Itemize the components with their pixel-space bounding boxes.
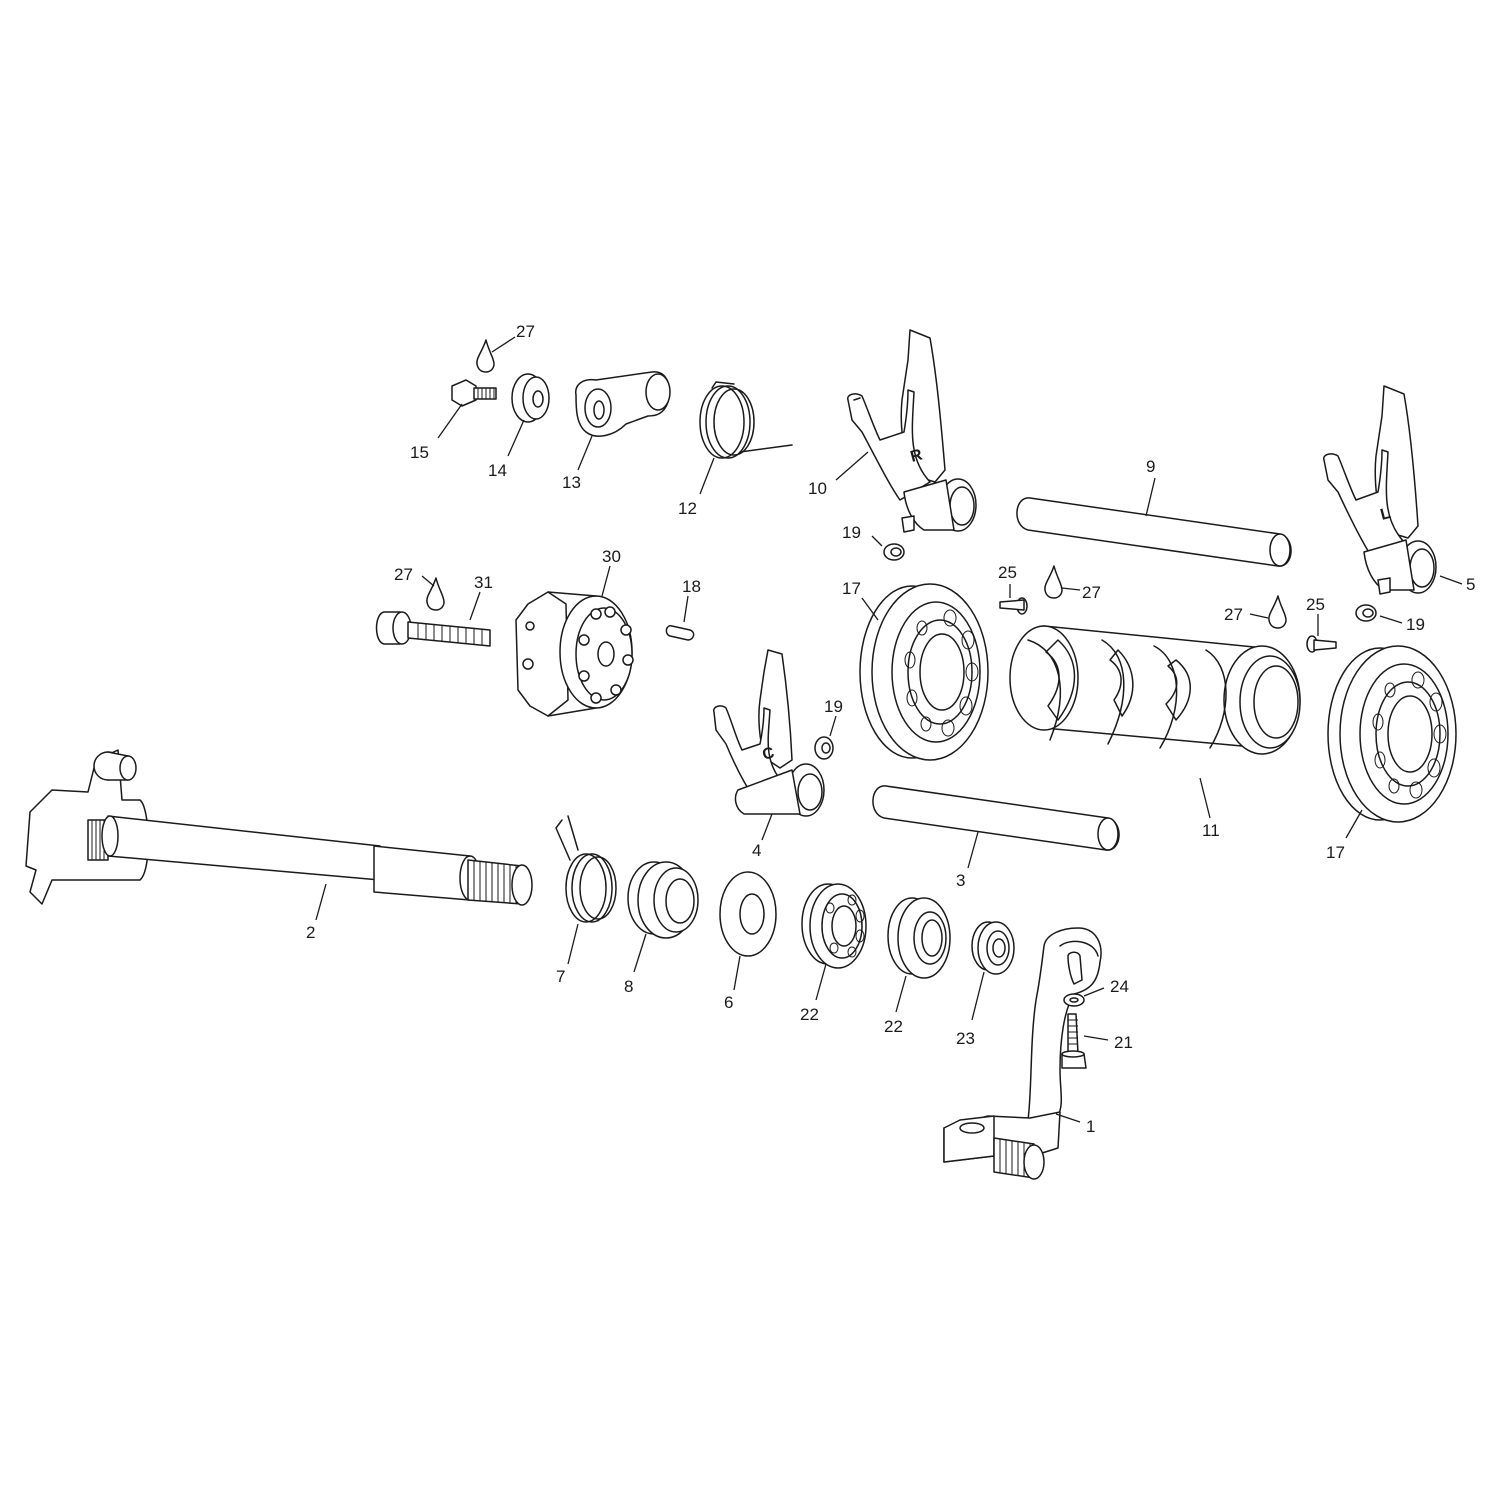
callout-25-right: 25 (1306, 595, 1325, 614)
part-1-shift-lever (943, 927, 1102, 1180)
callout-9: 9 (1146, 457, 1155, 476)
part-7-spring (555, 815, 617, 965)
callout-11: 11 (1202, 821, 1220, 840)
callout-22-b: 22 (884, 1017, 903, 1036)
part-2-shift-shaft (25, 749, 533, 921)
callout-19-upper: 19 (842, 523, 861, 542)
part-4-shift-fork-center: C (713, 649, 825, 841)
part-27-oil-drop-left (421, 575, 445, 611)
part-17-bearing-left (859, 583, 989, 761)
callout-25-left: 25 (998, 563, 1017, 582)
part-27-oil-drop-middle (1044, 565, 1081, 599)
callout-19-center: 19 (824, 697, 843, 716)
callout-13: 13 (562, 473, 581, 492)
callout-4: 4 (752, 841, 761, 860)
part-10-shift-fork-right: R (835, 329, 977, 533)
part-3-shift-rod-lower (872, 785, 1120, 869)
part-9-shift-rod-upper (1016, 477, 1292, 567)
fork-letter-l: L (1379, 505, 1393, 524)
callout-12: 12 (678, 499, 697, 518)
part-17-bearing-right (1327, 645, 1457, 839)
part-13-lever (575, 371, 671, 471)
callout-18: 18 (682, 577, 701, 596)
callout-24: 24 (1110, 977, 1129, 996)
part-6-washer (719, 871, 777, 991)
part-18-pin (665, 595, 695, 641)
fork-letter-r: R (909, 446, 925, 466)
part-12-spring (699, 381, 793, 495)
part-11-shift-drum (1009, 625, 1301, 819)
callout-14: 14 (488, 461, 507, 480)
callout-1: 1 (1086, 1117, 1095, 1136)
part-21-bolt (1061, 1013, 1109, 1069)
callout-27-middle: 27 (1082, 583, 1101, 602)
callout-21: 21 (1114, 1033, 1133, 1052)
callout-22-a: 22 (800, 1005, 819, 1024)
fork-letter-c: C (761, 744, 777, 764)
part-31-long-bolt (375, 591, 491, 647)
part-19-nut-center (814, 715, 837, 760)
callout-27-top: 27 (516, 322, 535, 341)
callout-27-right: 27 (1224, 605, 1243, 624)
callout-15: 15 (410, 443, 429, 462)
callout-6: 6 (724, 993, 733, 1012)
callout-5: 5 (1466, 575, 1475, 594)
part-30-star-wheel (515, 565, 634, 717)
callout-labels: 27 15 14 13 12 10 19 9 5 19 27 31 30 18 … (306, 322, 1475, 1136)
part-27-oil-drop-top (476, 336, 516, 373)
part-25-screw-left (999, 584, 1028, 615)
part-24-lock-washer (1063, 987, 1105, 1007)
part-25-screw-right (1306, 614, 1337, 653)
part-22-bearing-a (801, 883, 867, 1001)
callout-31: 31 (474, 573, 493, 592)
callout-19-right: 19 (1406, 615, 1425, 634)
part-27-oil-drop-right (1249, 595, 1287, 629)
callout-8: 8 (624, 977, 633, 996)
part-15-bolt (437, 379, 497, 439)
callout-3: 3 (956, 871, 965, 890)
callout-27-left: 27 (394, 565, 413, 584)
callout-7: 7 (556, 967, 565, 986)
part-19-nut-upper (871, 535, 905, 561)
part-14-washer (507, 373, 550, 457)
callout-17-left: 17 (842, 579, 861, 598)
part-19-nut-right (1355, 604, 1403, 624)
part-22-bearing-b (887, 897, 951, 1013)
callout-23: 23 (956, 1029, 975, 1048)
callout-2: 2 (306, 923, 315, 942)
part-23-small-bearing (971, 921, 1015, 1021)
callout-30: 30 (602, 547, 621, 566)
part-8-bushing (627, 861, 699, 973)
callout-17-right: 17 (1326, 843, 1345, 862)
part-5-shift-fork-left: L (1323, 385, 1463, 595)
callout-10: 10 (808, 479, 827, 498)
